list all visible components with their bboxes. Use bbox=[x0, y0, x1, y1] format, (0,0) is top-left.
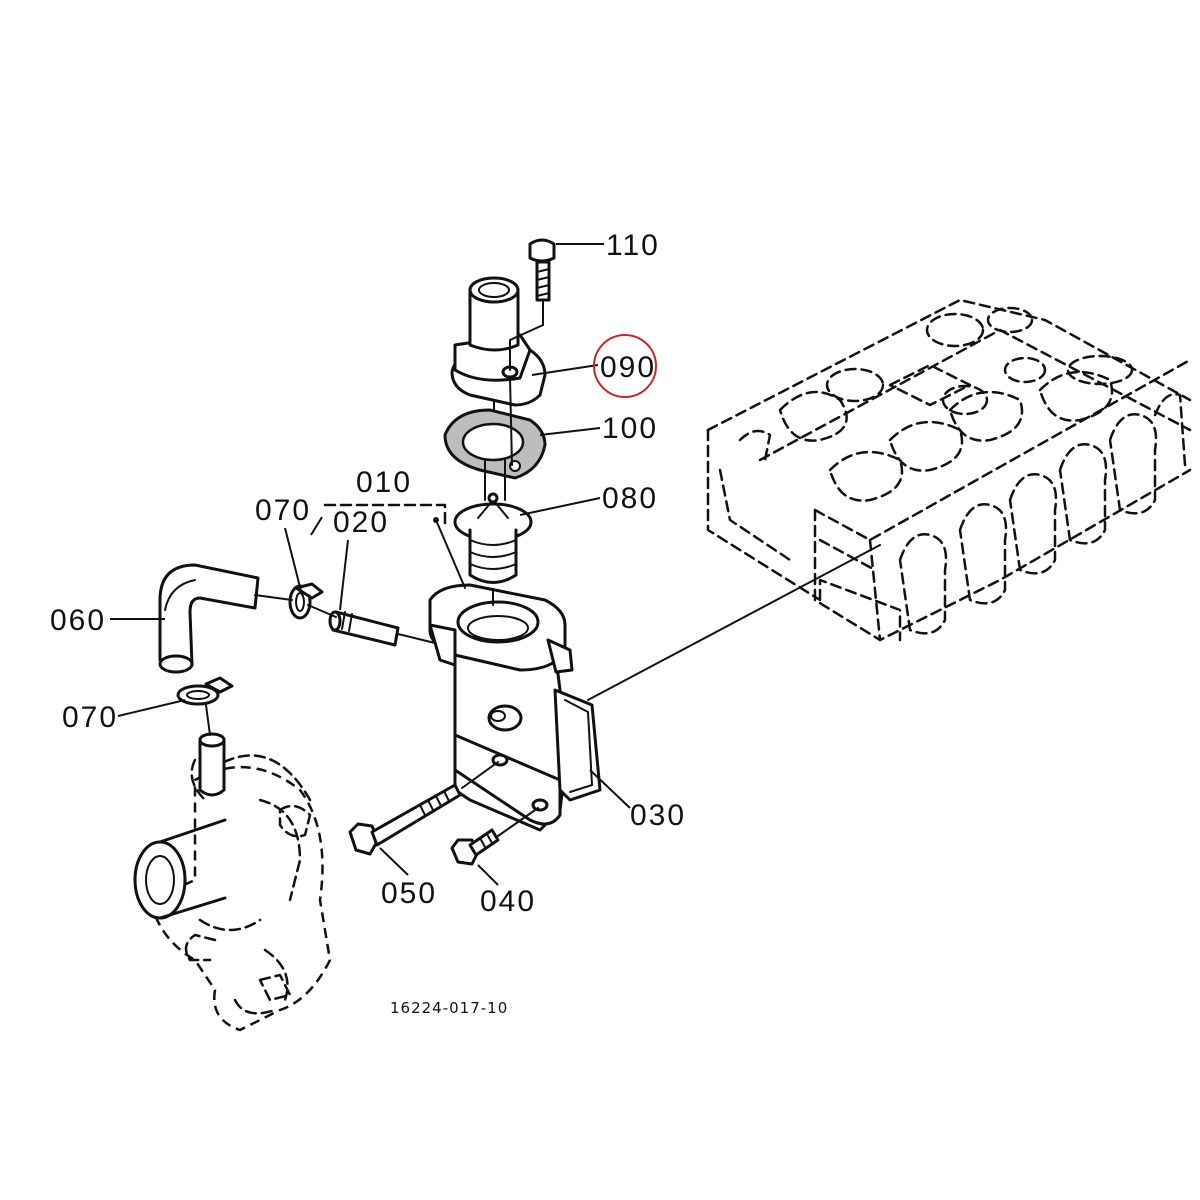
callout-010: 010 bbox=[356, 466, 412, 499]
highlight-circle bbox=[593, 334, 657, 398]
water-pump bbox=[133, 732, 332, 1032]
callout-labels: 110 090 100 080 010 070 020 060 070 030 … bbox=[50, 229, 686, 1017]
hose-clamp-lower bbox=[176, 676, 234, 706]
gasket-100 bbox=[443, 408, 547, 480]
engine-block bbox=[706, 298, 1192, 642]
callout-040: 040 bbox=[480, 885, 536, 918]
bolt-110 bbox=[528, 238, 556, 302]
callout-100: 100 bbox=[602, 412, 658, 445]
gasket-030 bbox=[553, 688, 602, 802]
callout-080: 080 bbox=[602, 482, 658, 515]
callout-110: 110 bbox=[606, 229, 660, 262]
hose-clamp-upper bbox=[288, 582, 324, 620]
bolt-050 bbox=[348, 783, 462, 856]
assembly-lines bbox=[205, 377, 513, 736]
callout-070-upper: 070 bbox=[255, 494, 311, 527]
callout-090: 090 bbox=[600, 351, 656, 384]
hose-060 bbox=[158, 563, 260, 674]
thermostat-080 bbox=[453, 492, 533, 606]
callout-030: 030 bbox=[630, 799, 686, 832]
drawing-reference-number: 16224-017-10 bbox=[390, 999, 508, 1017]
pipe-020 bbox=[328, 610, 400, 647]
thermostat-cover-090 bbox=[450, 276, 547, 407]
callout-050: 050 bbox=[381, 877, 437, 910]
callout-020: 020 bbox=[333, 506, 389, 539]
thermostat-housing bbox=[428, 583, 574, 832]
callout-070-lower: 070 bbox=[62, 701, 118, 734]
leader-lines bbox=[110, 243, 631, 886]
bolt-040 bbox=[450, 828, 500, 866]
callout-060: 060 bbox=[50, 604, 106, 637]
